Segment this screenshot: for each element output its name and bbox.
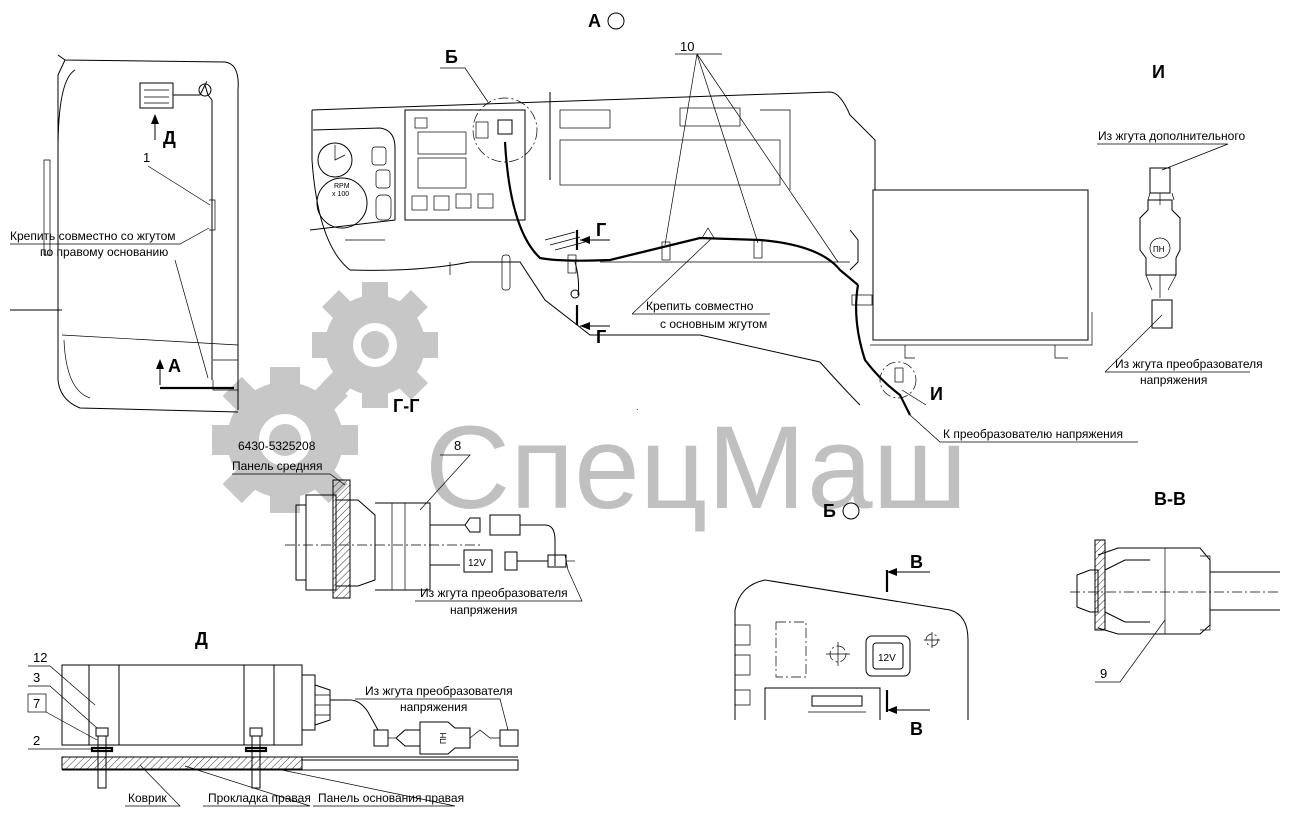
watermark-text: СпецМаш bbox=[425, 402, 967, 534]
marker-b: Б bbox=[445, 47, 458, 67]
section-vv-title: В-В bbox=[1154, 489, 1186, 509]
note-base-panel-right: Панель основания правая bbox=[318, 791, 464, 805]
pn-label-i: ПН bbox=[1153, 245, 1165, 254]
note-conv-harness-g-2: напряжения bbox=[450, 603, 517, 617]
view-i-title: И bbox=[1152, 62, 1165, 82]
marker-v-top: В bbox=[910, 552, 923, 572]
rpm-label: RPM bbox=[334, 183, 350, 190]
position-8: 8 bbox=[454, 438, 461, 453]
rotation-icon bbox=[842, 502, 860, 520]
note-mat: Коврик bbox=[128, 791, 167, 805]
cab-side-view bbox=[10, 54, 239, 413]
pn-label-d: ПН bbox=[439, 732, 448, 744]
rotation-icon bbox=[607, 12, 625, 30]
marker-g-bottom: Г bbox=[596, 327, 606, 347]
note-conv-harness-i-1: Из жгута преобразователя bbox=[1115, 357, 1263, 371]
socket-assembly-gg: 12V bbox=[285, 479, 575, 599]
watermark: СпецМаш bbox=[212, 282, 967, 534]
part-number: 6430-5325208 bbox=[238, 439, 316, 453]
marker-a: А bbox=[168, 356, 181, 376]
note-fasten-right-2: по правому основанию bbox=[40, 245, 168, 259]
gear-icon bbox=[312, 282, 438, 408]
note-gasket-right: Прокладка правая bbox=[208, 791, 311, 805]
view-a-title: А bbox=[588, 11, 601, 31]
module-d-assembly: ПН bbox=[61, 664, 519, 789]
note-conv-harness-g-1: Из жгута преобразователя bbox=[420, 586, 568, 600]
section-cut-g bbox=[575, 230, 610, 330]
v12-label-g: 12V bbox=[468, 558, 486, 569]
note-fasten-right-1: Крепить совместно со жгутом bbox=[10, 229, 176, 243]
socket-section-vv bbox=[1070, 539, 1280, 635]
marker-d: Д bbox=[163, 128, 176, 148]
dashboard-view: RPM x 100 bbox=[309, 91, 1093, 416]
position-12: 12 bbox=[33, 650, 47, 665]
position-2: 2 bbox=[33, 733, 40, 748]
marker-g-top: Г bbox=[596, 220, 606, 240]
view-d-title: Д bbox=[195, 629, 208, 649]
position-7: 7 bbox=[33, 696, 40, 711]
note-from-aux-harness: Из жгута дополнительного bbox=[1098, 129, 1245, 143]
marker-i: И bbox=[930, 384, 943, 404]
note-panel-middle: Панель средняя bbox=[232, 459, 323, 473]
position-7-box bbox=[27, 693, 47, 713]
up-arrow-icon bbox=[156, 359, 164, 385]
note-to-converter: К преобразователю напряжения bbox=[943, 427, 1123, 441]
connector-i: ПН bbox=[1139, 167, 1181, 329]
note-conv-harness-d-1: Из жгута преобразователя bbox=[365, 684, 513, 698]
position-3: 3 bbox=[33, 670, 40, 685]
module-d-icon bbox=[139, 82, 174, 109]
section-gg-title: Г-Г bbox=[393, 396, 419, 416]
gear-icon bbox=[212, 367, 358, 513]
view-b-title: Б bbox=[823, 501, 836, 521]
section-cut-v bbox=[885, 568, 930, 714]
position-9: 9 bbox=[1100, 666, 1107, 681]
note-conv-harness-i-2: напряжения bbox=[1140, 373, 1207, 387]
position-1: 1 bbox=[143, 150, 150, 165]
note-fasten-main-2: с основным жгутом bbox=[660, 317, 767, 331]
panel-b-view: 12V bbox=[734, 579, 969, 720]
position-10: 10 bbox=[680, 39, 694, 54]
up-arrow-icon bbox=[151, 114, 159, 140]
marker-v-bottom: В bbox=[910, 719, 923, 739]
x100-label: x 100 bbox=[332, 191, 349, 198]
note-conv-harness-d-2: напряжения bbox=[400, 700, 467, 714]
v12-label-b: 12V bbox=[878, 653, 896, 664]
note-fasten-main-1: Крепить совместно bbox=[646, 299, 754, 313]
stray-mark: . bbox=[636, 402, 639, 412]
